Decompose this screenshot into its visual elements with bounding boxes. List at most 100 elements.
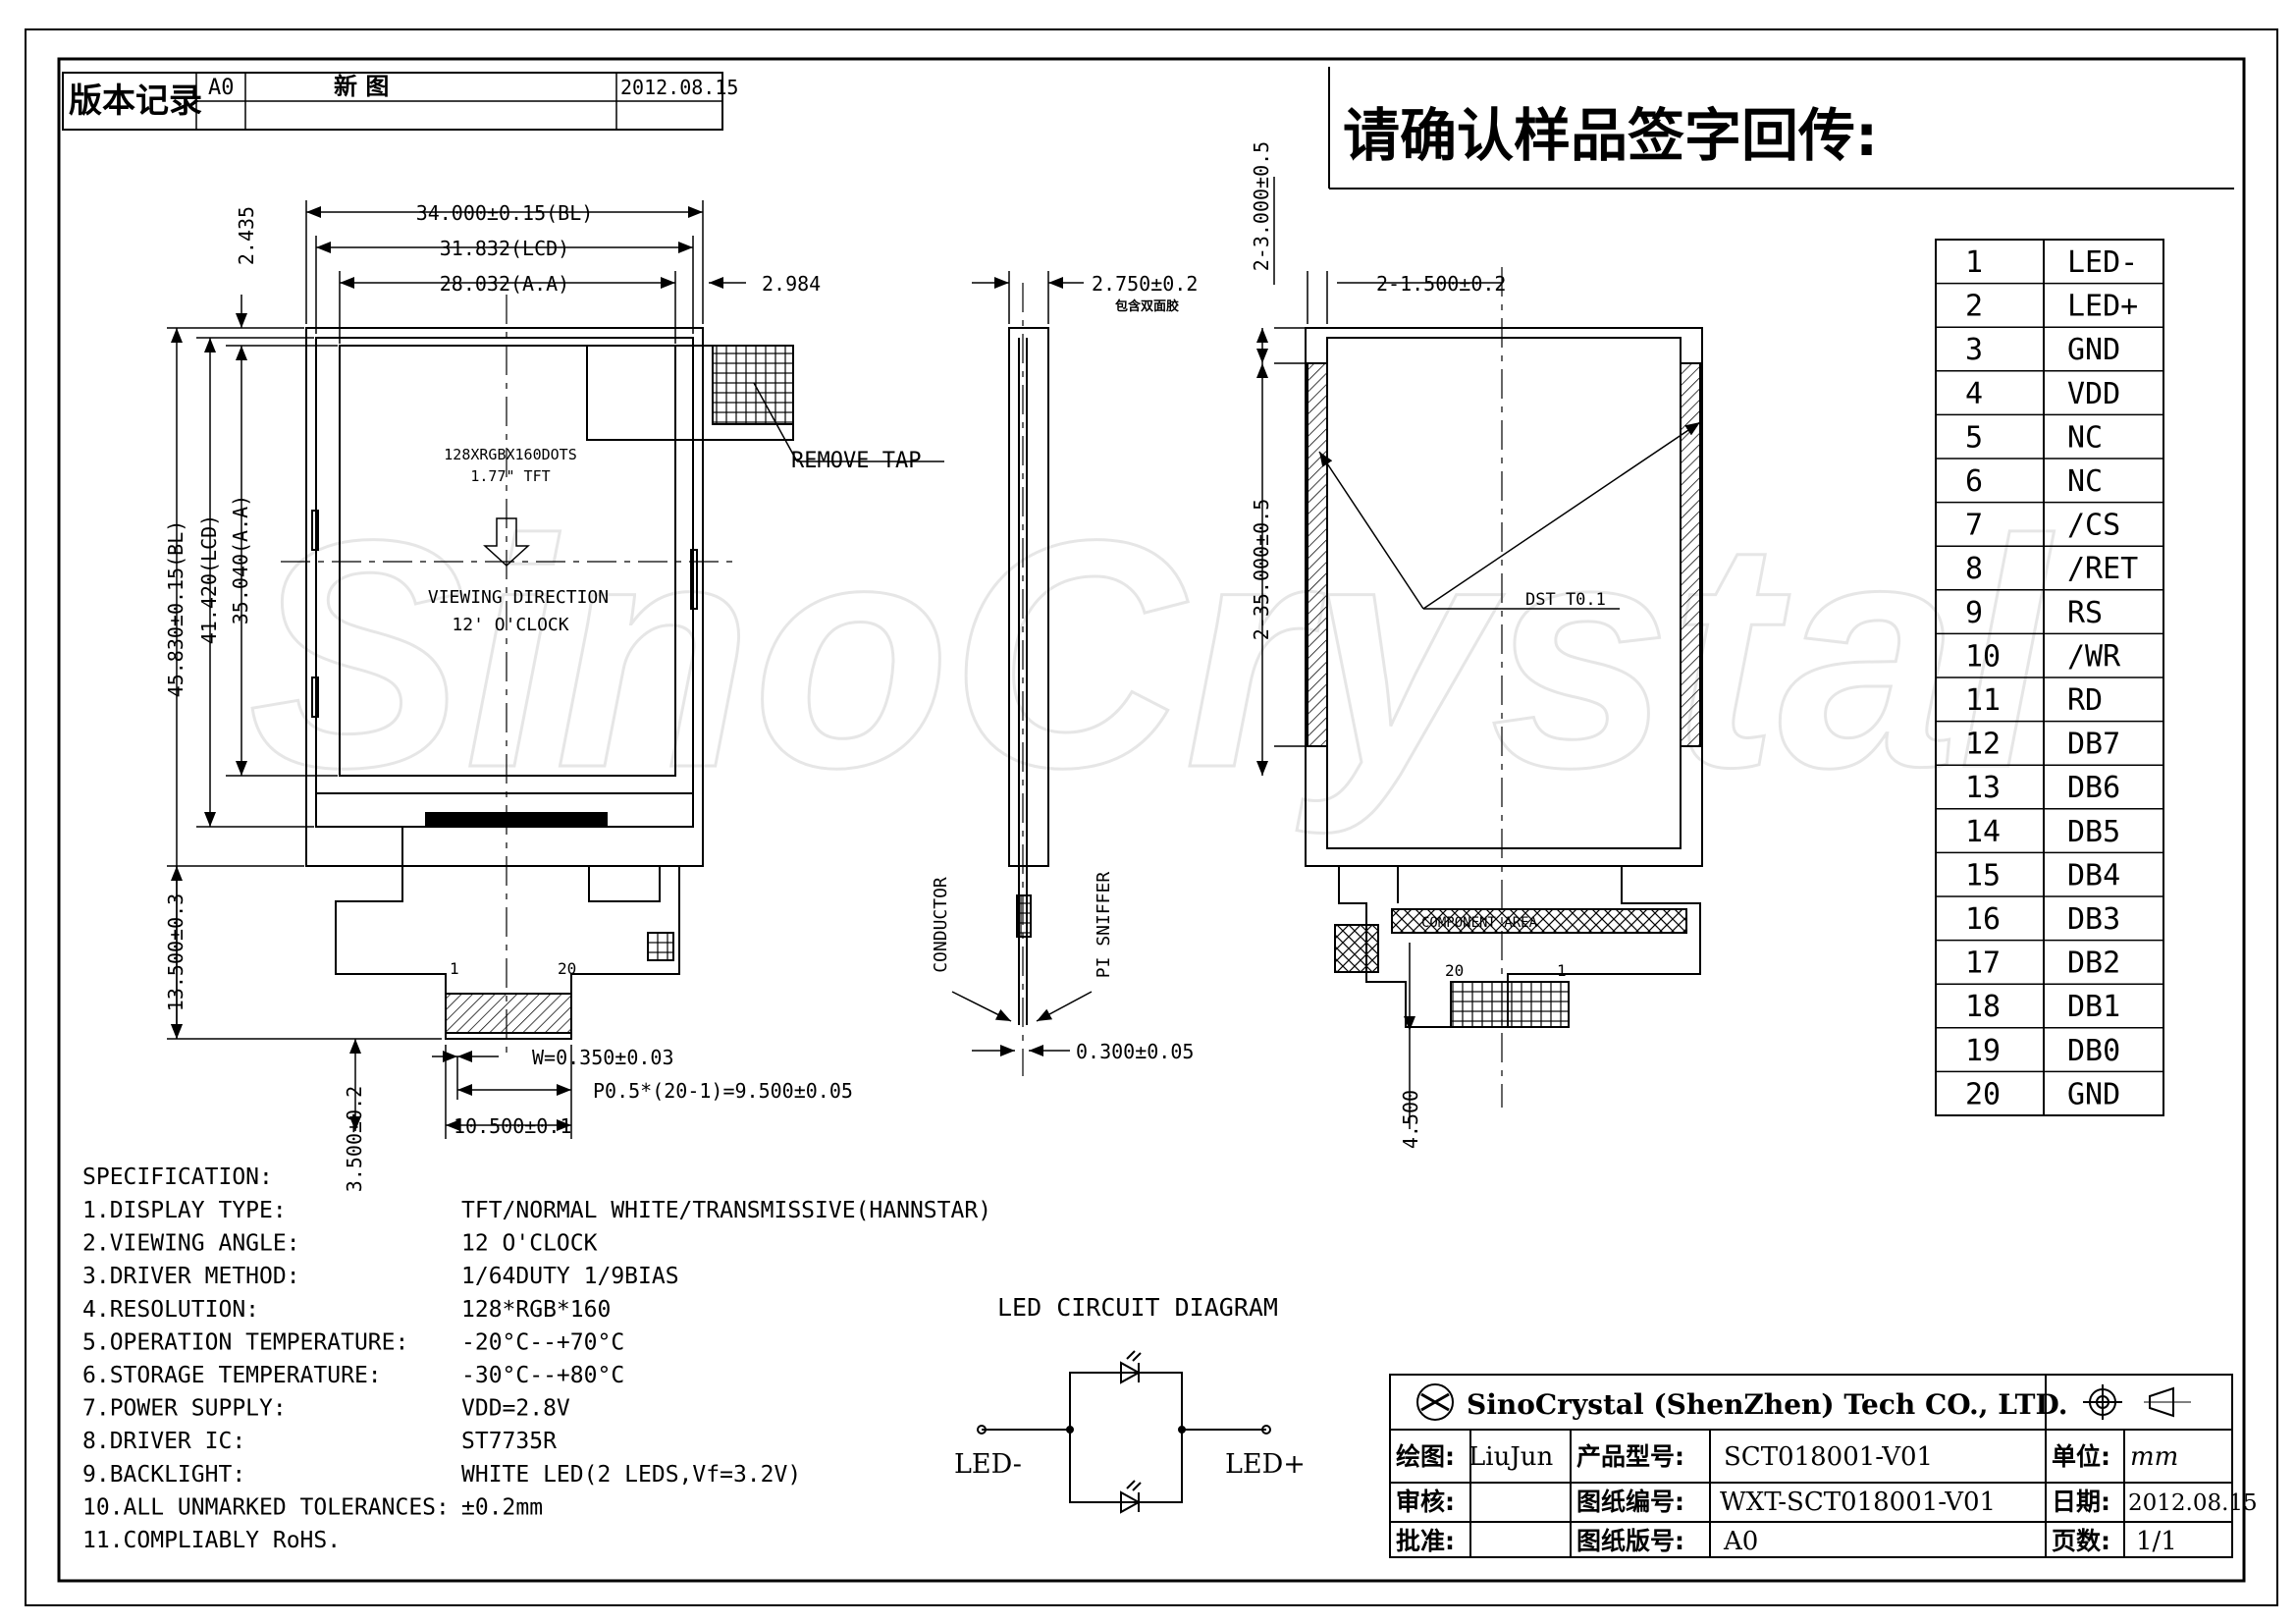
version-value: A0: [1723, 1527, 1758, 1556]
front-dimensions: [167, 200, 746, 1139]
spec-value: VDD=2.8V: [461, 1396, 570, 1422]
led-diode-top: [1120, 1361, 1142, 1384]
led-minus: LED-: [954, 1449, 1022, 1480]
revision-version: A0: [208, 76, 235, 100]
pin-name: DB2: [2067, 947, 2120, 981]
pin-number: 14: [1965, 815, 2001, 849]
spec-key: 9.BACKLIGHT:: [82, 1462, 245, 1488]
pin-number: 3: [1965, 333, 1983, 367]
spec-title: SPECIFICATION:: [82, 1164, 273, 1190]
inner-border: [57, 57, 2246, 1583]
company-name: SinoCrystal (ShenZhen) Tech CO., LTD.: [1467, 1388, 2068, 1421]
resolution-note: 128XRGBX160DOTS: [444, 446, 576, 463]
dim-fpc-tail: 3.500±0.2: [343, 1086, 366, 1192]
specification: SPECIFICATION: 1.DISPLAY TYPE:TFT/NORMAL…: [82, 1164, 991, 1553]
page-label: 页数:: [2052, 1527, 2110, 1555]
pin-number: 20: [1965, 1077, 2001, 1111]
pin-number: 17: [1965, 947, 2001, 981]
pin-number: 4: [1965, 377, 1983, 411]
viewing-direction: VIEWING DIRECTION: [428, 587, 609, 608]
pin-number: 12: [1965, 728, 2001, 762]
back-view-text: 2-3.000±0.5 2-1.500±0.2 2-35.000±0.5 DST…: [1250, 141, 1606, 1149]
back-pin-right: 1: [1557, 961, 1567, 980]
pin-name: DB5: [2067, 815, 2120, 849]
spec-key: 7.POWER SUPPLY:: [82, 1396, 287, 1422]
dim-tape-length: 2-35.000±0.5: [1250, 499, 1273, 641]
dim-right-offset: 2.984: [762, 272, 821, 296]
pin-name: DB6: [2067, 771, 2120, 805]
led-circuit-title: LED CIRCUIT DIAGRAM: [997, 1293, 1278, 1322]
dim-top-offset: 2.435: [235, 206, 258, 265]
component-label: COMPONENT AREA: [1421, 915, 1538, 931]
side-view: [951, 271, 1093, 1076]
spec-key: 5.OPERATION TEMPERATURE:: [82, 1329, 408, 1355]
unit-value: mm: [2130, 1442, 2178, 1472]
dim-fpc-thickness: 0.300±0.05: [1076, 1040, 1194, 1063]
dim-tape-width: 2-1.500±0.2: [1376, 272, 1506, 296]
back-pin-left: 20: [1445, 961, 1464, 980]
revision-description: 新 图: [334, 73, 389, 100]
pin-name: /RET: [2067, 552, 2138, 586]
pin-name: /WR: [2067, 639, 2121, 674]
spec-value: -30°C--+80°C: [461, 1363, 624, 1388]
model-value: SCT018001-V01: [1724, 1442, 1933, 1472]
spec-key: 4.RESOLUTION:: [82, 1297, 259, 1323]
watermark: SinoCrystal: [248, 472, 2055, 837]
spec-key: 3.DRIVER METHOD:: [82, 1264, 300, 1289]
confirm-block: 请确认样品签字回传:: [1328, 67, 2234, 189]
dim-thickness: 2.750±0.2: [1092, 272, 1198, 296]
page-value: 1/1: [2136, 1527, 2177, 1556]
led-diode-bottom: [1120, 1490, 1142, 1514]
dim-lcd-height: 41.420(LCD): [197, 514, 221, 644]
spec-value: 12 O'CLOCK: [461, 1231, 598, 1257]
viewing-clock: 12' O'CLOCK: [452, 615, 568, 635]
dim-fpc-width: 10.500±0.1: [454, 1114, 571, 1138]
pin-name: DB1: [2067, 990, 2120, 1024]
size-note: 1.77" TFT: [470, 467, 550, 485]
pin-name: GND: [2067, 1077, 2120, 1111]
pin-name: NC: [2067, 464, 2103, 499]
spec-key: 8.DRIVER IC:: [82, 1429, 245, 1454]
pin-name: GND: [2067, 333, 2120, 367]
spec-value: 128*RGB*160: [461, 1297, 611, 1323]
pin-number: 6: [1965, 464, 1983, 499]
backlight-outline: [305, 327, 704, 867]
spec-key: 2.VIEWING ANGLE:: [82, 1231, 300, 1257]
pin-name: LED+: [2067, 290, 2138, 324]
pin-first-label: 1: [450, 959, 459, 978]
pin-number: 10: [1965, 639, 2001, 674]
spec-value: 1/64DUTY 1/9BIAS: [461, 1264, 679, 1289]
pin-name: VDD: [2067, 377, 2120, 411]
pin-number: 1: [1965, 245, 1983, 280]
led-circuit: LED CIRCUIT DIAGRAM LED- LED+: [954, 1293, 1306, 1514]
confirm-title: 请确认样品签字回传:: [1343, 102, 1878, 169]
pin-name: /CS: [2067, 509, 2120, 543]
spec-value: WHITE LED(2 LEDS,Vf=3.2V): [461, 1462, 801, 1488]
approve-label: 批准:: [1396, 1527, 1455, 1555]
label-sniffer: PI SNIFFER: [1094, 872, 1114, 979]
pin-number: 16: [1965, 902, 2001, 937]
dim-aa-height: 35.040(A.A): [229, 495, 252, 624]
revision-date: 2012.08.15: [620, 76, 738, 99]
pin-number: 19: [1965, 1034, 2001, 1068]
spec-key: 1.DISPLAY TYPE:: [82, 1198, 287, 1223]
spec-key: 6.STORAGE TEMPERATURE:: [82, 1363, 382, 1388]
version-label: 图纸版号:: [1576, 1527, 1684, 1555]
fpc-contacts: [445, 993, 572, 1034]
label-conductor: CONDUCTOR: [931, 877, 951, 973]
fpc-connector: [425, 812, 608, 828]
remove-tap-label: REMOVE TAP: [791, 449, 921, 473]
dim-aa-width: 28.032(A.A): [440, 272, 569, 296]
outer-border: [25, 28, 2278, 1606]
dst-label: DST T0.1: [1525, 590, 1606, 610]
pin-number: 9: [1965, 596, 1983, 630]
pin-last-label: 20: [558, 959, 576, 978]
pin-name: DB4: [2067, 858, 2120, 893]
pin-name: LED-: [2067, 245, 2138, 280]
pin-number: 8: [1965, 552, 1983, 586]
dim-bl-width: 34.000±0.15(BL): [416, 201, 594, 225]
drawn-value: LiuJun: [1468, 1442, 1553, 1472]
company-logo-icon: [1416, 1383, 1454, 1421]
pin-number: 7: [1965, 509, 1983, 543]
